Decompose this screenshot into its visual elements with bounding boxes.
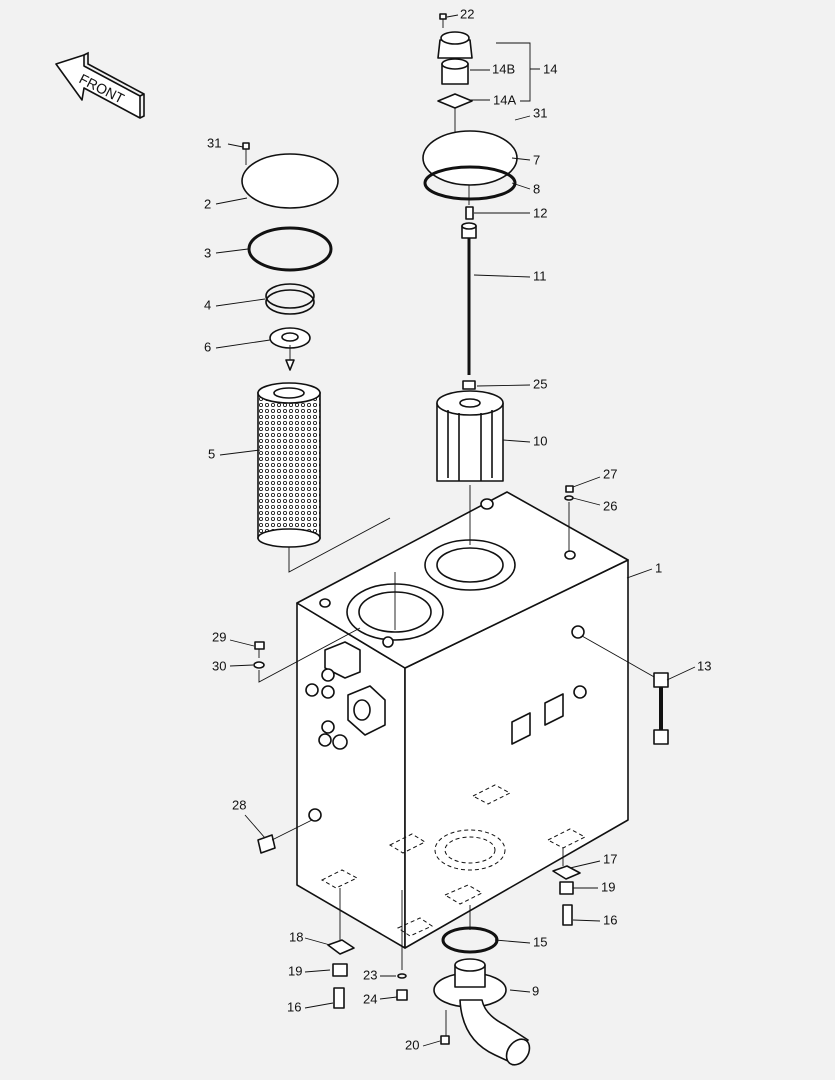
callout-14b: 14B	[492, 61, 515, 76]
callout-3: 3	[204, 245, 211, 260]
right-cover-stack	[422, 13, 574, 552]
front-direction-arrow: FRONT	[55, 51, 145, 119]
callout-1: 1	[655, 560, 662, 575]
callout-20: 20	[405, 1037, 419, 1052]
filter-element-5	[257, 382, 321, 548]
callout-29: 29	[212, 629, 226, 644]
callout-11: 11	[533, 268, 547, 283]
callout-22: 22	[460, 6, 474, 21]
assembly-line	[288, 517, 391, 573]
callout-27: 27	[603, 466, 617, 481]
hardware-left	[253, 627, 361, 854]
callout-16-left: 16	[287, 999, 301, 1014]
callout-15: 15	[533, 934, 547, 949]
callout-10: 10	[533, 433, 547, 448]
callout-6: 6	[204, 339, 211, 354]
callout-23: 23	[363, 967, 377, 982]
callout-5: 5	[208, 446, 215, 461]
callout-leaders	[215, 14, 696, 1047]
callout-2: 2	[204, 196, 211, 211]
bottom-hardware	[327, 848, 581, 1066]
level-gauge-link	[581, 635, 669, 745]
callout-4: 4	[204, 297, 211, 312]
callout-16-right: 16	[603, 912, 617, 927]
callout-26: 26	[603, 498, 617, 513]
callout-7: 7	[533, 152, 540, 167]
callout-18: 18	[289, 929, 303, 944]
callout-28: 28	[232, 797, 246, 812]
callout-12: 12	[533, 205, 547, 220]
callout-25: 25	[533, 376, 547, 391]
callout-31-left: 31	[207, 135, 221, 150]
callout-31-right: 31	[533, 105, 547, 120]
callout-14a: 14A	[493, 92, 516, 107]
callout-8: 8	[533, 181, 540, 196]
callout-30: 30	[212, 658, 226, 673]
callout-17: 17	[603, 851, 617, 866]
callout-14: 14	[543, 61, 557, 76]
callout-labels: 22 14B 14 14A 31 7 8 12 11 25 10 27 26 1…	[204, 6, 711, 1052]
callout-13: 13	[697, 658, 711, 673]
callout-9: 9	[532, 983, 539, 998]
callout-19-left: 19	[288, 963, 302, 978]
hydraulic-tank	[296, 491, 629, 949]
left-cover-stack	[241, 142, 339, 371]
callout-24: 24	[363, 991, 377, 1006]
callout-19-right: 19	[601, 879, 615, 894]
